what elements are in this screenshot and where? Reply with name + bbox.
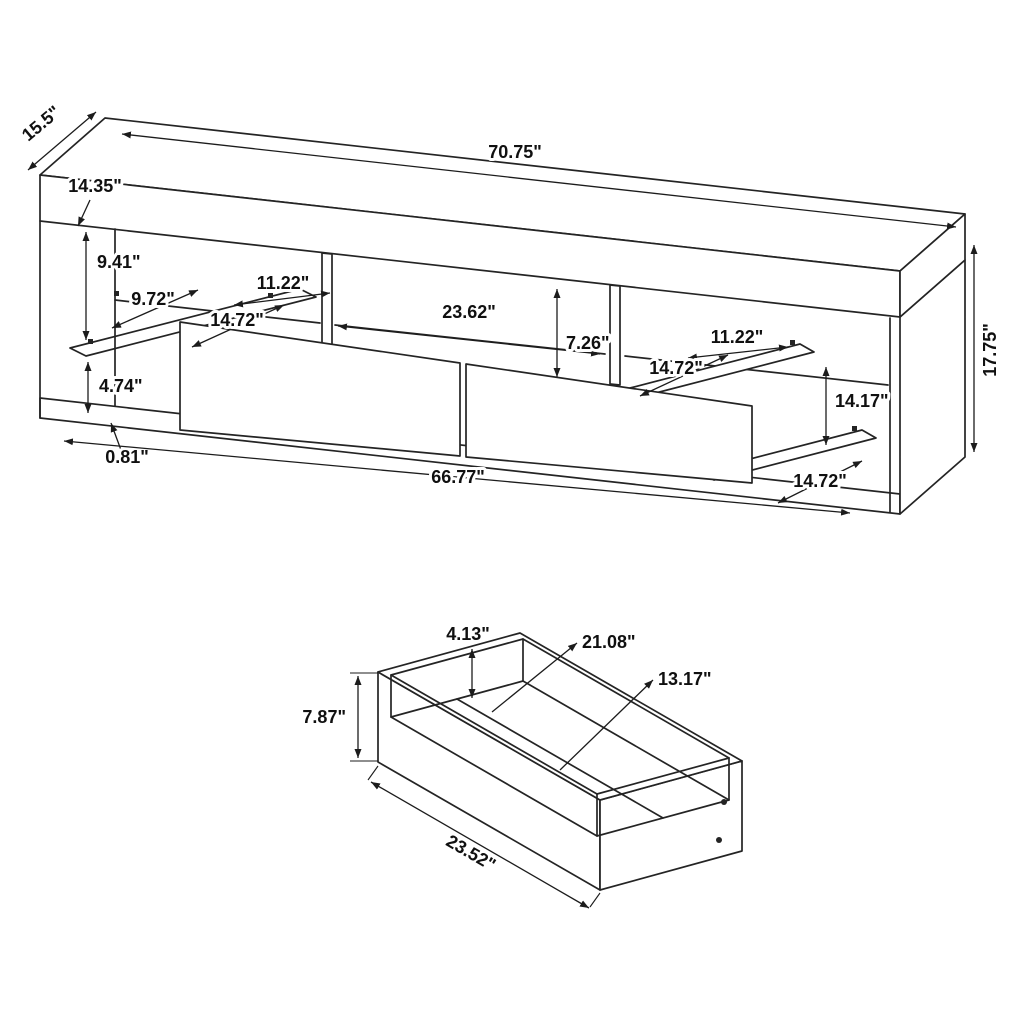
dim-label-right-shelf-height: 14.17": [835, 391, 889, 411]
dim-label-overall-height: 17.75": [980, 323, 1000, 377]
dim-label-left-shelf-depth: 9.72": [131, 289, 175, 309]
dim-drawer-height: 7.87": [299, 672, 378, 762]
dim-label-center-opening-width: 23.62": [442, 302, 496, 322]
dim-label-drawer-height: 7.87": [302, 707, 346, 727]
dim-label-right-shelf-run: 14.72": [649, 358, 703, 378]
dim-label-drawer-inner-height: 4.13": [446, 624, 490, 644]
dim-label-console-top-depth: 14.35": [68, 176, 122, 196]
drawer-bottom-center-line: [456, 698, 664, 819]
dim-left-opening-width: 11.22": [233, 270, 331, 308]
drawer-screw-hole: [716, 837, 722, 843]
console-drawing: [39, 117, 966, 515]
console-dimensions: 15.5" 70.75" 14.35" 9.41" 9.72" 11.22" 1…: [15, 99, 1003, 516]
dim-right-opening-width: 11.22": [687, 324, 789, 361]
drawer-screw-hole: [721, 799, 727, 805]
dim-label-right-opening-width: 11.22": [711, 327, 764, 347]
dim-label-drawer-width: 23.52": [443, 831, 499, 875]
dim-right-shelf-height: 14.17": [822, 367, 892, 445]
dim-left-shelf-run: 14.72": [191, 304, 285, 348]
dim-center-opening-height: 7.26": [553, 289, 613, 377]
dim-drawer-inner-width: 21.08": [491, 629, 639, 713]
console-divider-right: [609, 284, 621, 386]
dim-label-console-depth: 15.5": [18, 102, 64, 145]
dim-center-opening-width: 23.62": [337, 299, 601, 357]
shelf-pin: [88, 339, 93, 344]
dim-label-console-top-width: 70.75": [488, 142, 542, 162]
dim-label-drawer-inner-width: 21.08": [582, 632, 636, 652]
dim-bottom-width: 66.77": [63, 438, 851, 516]
dim-upper-left-height: 9.41": [82, 232, 144, 340]
dim-drawer-inner-height: 4.13": [443, 621, 493, 698]
dim-lower-left-height: 4.74": [84, 362, 146, 413]
dim-overall-height: 17.75": [970, 245, 1003, 452]
dim-label-left-opening-width: 11.22": [257, 273, 310, 293]
dim-right-shelf-run: 14.72": [639, 354, 729, 397]
dim-label-right-bottom-run: 14.72": [793, 471, 847, 491]
console-top-panel-end: [899, 213, 966, 318]
dim-label-upper-left-height: 9.41": [97, 252, 141, 272]
dim-label-shelf-thickness: 0.81": [105, 447, 149, 467]
shelf-pin: [790, 340, 795, 345]
dim-label-center-opening-height: 7.26": [566, 333, 610, 353]
dim-label-bottom-width: 66.77": [431, 467, 485, 487]
shelf-pin: [852, 426, 857, 431]
dim-label-drawer-inner-depth: 13.17": [658, 669, 712, 689]
shelf-pin: [268, 293, 273, 298]
console-divider-left: [321, 252, 333, 346]
dim-label-lower-left-height: 4.74": [99, 376, 143, 396]
dim-label-left-shelf-run: 14.72": [210, 310, 264, 330]
dim-left-shelf-depth: 9.72": [111, 286, 199, 329]
dim-console-top-width: 70.75": [121, 131, 957, 230]
dim-drawer-inner-depth: 13.17": [559, 666, 715, 771]
dim-console-top-depth: 14.35": [65, 173, 125, 227]
